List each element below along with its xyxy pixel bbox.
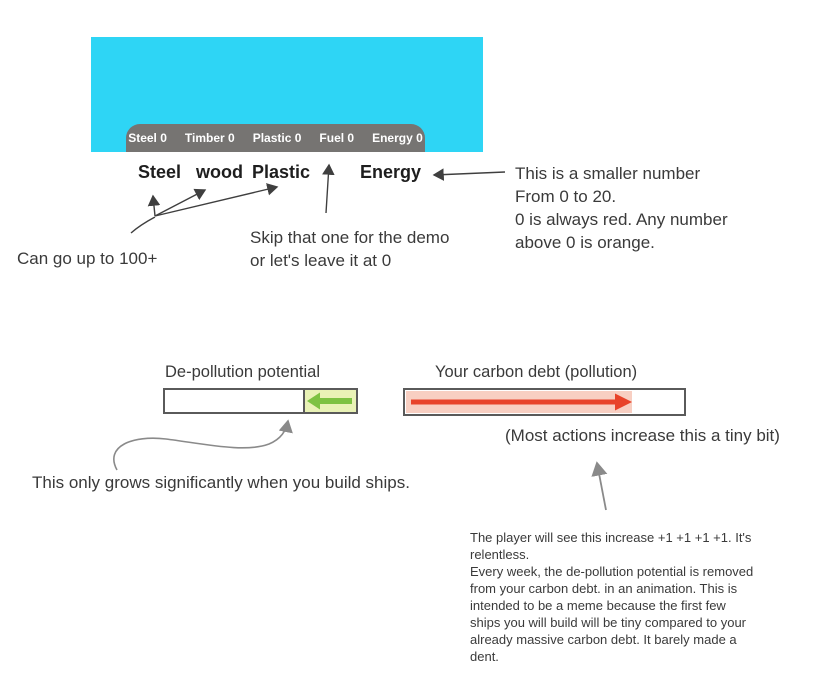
resource-label-steel: Steel	[138, 162, 182, 182]
hud-resource-steel: Steel 0	[128, 131, 167, 145]
carbon-debt-bar-label: Your carbon debt (pollution)	[435, 363, 638, 381]
hud-resource-energy: Energy 0	[372, 131, 423, 145]
fuel-arrow-icon	[322, 163, 335, 214]
carbon-debt-bar-fill	[406, 391, 632, 413]
hud-resource-timber: Timber 0	[184, 131, 235, 145]
hud-resource-fuel: Fuel 0	[319, 131, 355, 145]
note-most-actions: (Most actions increase this a tiny bit)	[505, 426, 780, 445]
steel-arrow-icon	[147, 194, 161, 217]
hud-resource-plastic: Plastic 0	[252, 131, 302, 145]
note-carbon-debt-explainer: The player will see this increase +1 +1 …	[470, 530, 754, 664]
resource-label-plastic: Plastic	[252, 162, 311, 182]
note-can-go-up: Can go up to 100+	[17, 249, 158, 268]
energy-arrow-icon	[432, 168, 506, 181]
depollution-bar-fill	[303, 388, 358, 414]
ships-note-arrow-icon	[113, 419, 293, 471]
note-grows-with-ships: This only grows significantly when you b…	[32, 473, 410, 492]
wood-arrow-icon	[154, 188, 207, 217]
note-energy-range: This is a smaller number From 0 to 20. 0…	[515, 164, 728, 252]
resource-label-wood: wood	[196, 162, 243, 182]
resource-label-energy: Energy	[360, 162, 422, 182]
explainer-arrow-icon	[591, 461, 608, 511]
fan-tail-line	[130, 216, 156, 234]
hud-resource-bar: Steel 0 Timber 0 Plastic 0 Fuel 0 Energy…	[126, 124, 425, 152]
note-skip-fuel: Skip that one for the demo or let's leav…	[250, 228, 450, 270]
plastic-arrow-icon	[154, 183, 279, 217]
depollution-bar-label: De-pollution potential	[165, 363, 321, 381]
